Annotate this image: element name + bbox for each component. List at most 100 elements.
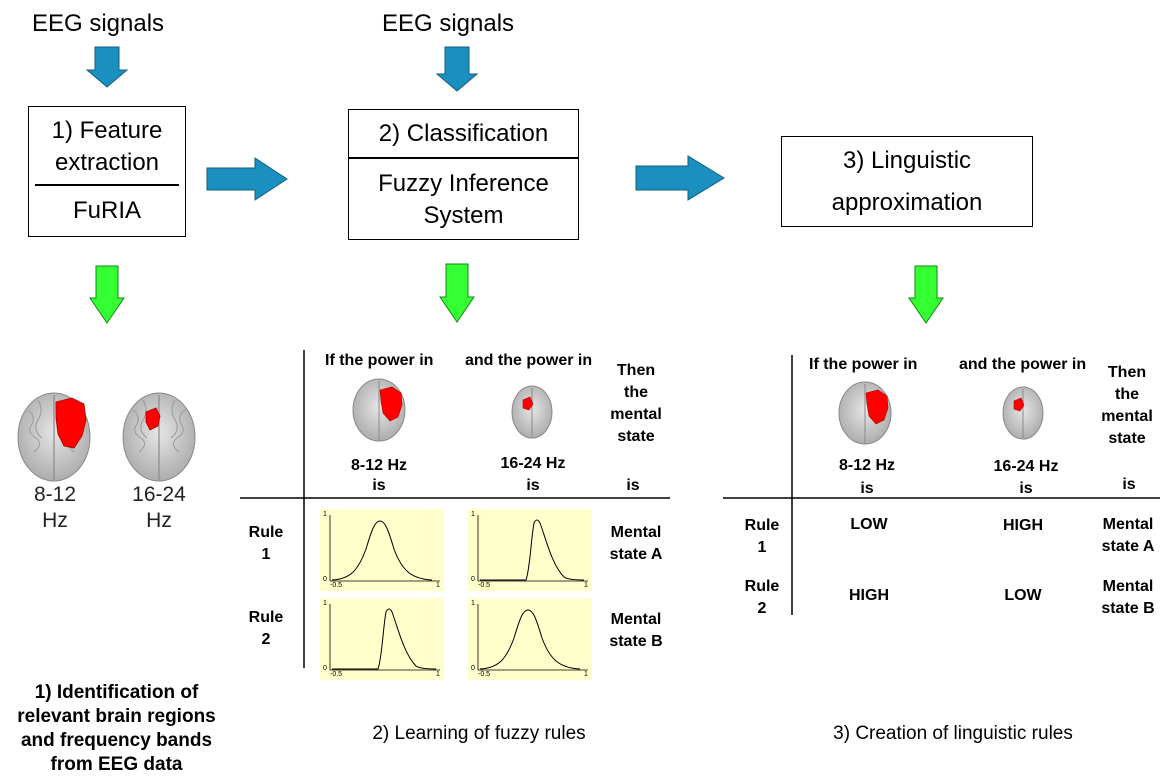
blue-right-arrow-2 [635,155,725,201]
fuzzy-rule2-line2: 2 [261,631,271,648]
band-label-8-12: 8-12 [33,483,77,506]
fuzzy-rule2-label: Rule 2 [242,607,290,651]
plot-axis-y-top: 1 [471,511,475,518]
fuzzy-band1-label: 8-12 Hz [350,457,408,474]
caption-fuzzy-rules: 2) Learning of fuzzy rules [372,723,586,744]
linguistic-col3-line1: Then [1107,364,1147,381]
plot-axis-x-right: 1 [436,671,440,678]
plot-axis-y-bottom: 0 [471,665,475,672]
band-label-16-24-unit: Hz [146,509,172,532]
caption-identification-line2: relevant brain regions [17,706,216,727]
linguistic-col2-header: and the power in [959,356,1087,373]
linguistic-band2-label: 16-24 Hz [993,458,1059,475]
linguistic-rule1-line1: Rule [744,517,780,534]
linguistic-state-b-line2: state B [1101,600,1155,617]
linguistic-rule1-label: Rule 1 [738,515,786,559]
linguistic-state-a: Mental state A [1092,514,1160,558]
band-label-16-24: 16-24 [132,483,186,506]
feature-extraction-box: 1) Feature extraction FuRIA [28,106,186,237]
plot-axis-y-top: 1 [323,600,327,607]
linguistic-rule1-band1-value: LOW [850,516,888,533]
fuzzy-state-a: Mental state A [600,522,672,566]
fuzzy-col3-line3: mental [610,406,662,423]
classification-box-separator [349,157,578,159]
linguistic-approximation-box: 3) Linguistic approximation [781,136,1033,227]
eeg-signals-label-middle: EEG signals [382,10,515,37]
blue-right-arrow-1 [206,157,288,201]
linguistic-rule2-line2: 2 [757,600,767,617]
linguistic-col3-line2: the [1115,386,1139,403]
brain-image-16-24 [122,392,196,482]
linguistic-band1-label: 8-12 Hz [838,457,896,474]
plot-axis-x-left: -0.5 [478,582,491,589]
fuzzy-col3-header: Then the mental state [606,360,666,448]
plot-axis-y-bottom: 0 [471,576,475,583]
linguistic-state-b-line1: Mental [1102,578,1154,595]
plot-rule1-band2 [468,509,592,591]
plot-axis-y-top: 1 [323,511,327,518]
linguistic-rule1-band2-value: HIGH [1003,517,1043,534]
linguistic-rule2-line1: Rule [744,578,780,595]
feature-box-line2: extraction [54,149,160,176]
linguistic-col1-header: If the power in [809,356,918,373]
fuzzy-col3-line2: the [624,384,648,401]
fuzzy-brain-8-12 [352,378,406,442]
green-down-arrow-right [908,265,944,324]
brain-image-8-12 [17,392,91,482]
caption-identification-line1: 1) Identification of [34,682,199,703]
fuzzy-band2-is: is [526,477,540,494]
linguistic-state-a-line1: Mental [1102,516,1154,533]
plot-axis-x-left: -0.5 [330,671,343,678]
fuzzy-band1-is: is [372,477,386,494]
plot-rule2-band1 [320,598,444,680]
feature-box-line1: 1) Feature [51,117,163,144]
caption-identification: 1) Identification of relevant brain regi… [0,681,233,777]
caption-identification-line4: from EEG data [50,754,183,775]
plot-axis-x-right: 1 [436,582,440,589]
classification-box: 2) Classification Fuzzy Inference System [348,109,579,240]
classification-box-title: 2) Classification [378,120,549,147]
classification-box-line3: System [423,202,504,229]
plot-axis-y-top: 1 [471,600,475,607]
green-down-arrow-left [89,265,125,324]
linguistic-col3-line3: mental [1101,408,1153,425]
linguistic-col3-header: Then the mental state [1097,362,1157,450]
linguistic-brain-16-24 [1002,386,1044,440]
caption-identification-line3: and frequency bands [20,730,213,751]
linguistic-col3-line4: state [1108,430,1146,447]
plot-axis-x-right: 1 [584,582,588,589]
fuzzy-rule1-label: Rule 1 [242,522,290,566]
plot-axis-x-right: 1 [584,671,588,678]
linguistic-brain-8-12 [838,381,892,445]
blue-down-arrow-middle [435,46,479,92]
linguistic-state-a-line2: state A [1101,538,1155,555]
fuzzy-state-b-line1: Mental [610,611,662,628]
plot-axis-x-left: -0.5 [330,582,343,589]
classification-box-line2: Fuzzy Inference [378,170,549,197]
fuzzy-state-is: is [626,477,640,494]
linguistic-rule2-label: Rule 2 [738,576,786,620]
feature-box-separator [35,184,179,186]
linguistic-box-line2: approximation [831,189,983,216]
blue-down-arrow-left [85,46,129,88]
linguistic-rule1-line2: 1 [757,539,767,556]
plot-axis-x-left: -0.5 [478,671,491,678]
fuzzy-state-a-line2: state A [609,546,663,563]
fuzzy-state-a-line1: Mental [610,524,662,541]
linguistic-band2-is: is [1019,480,1033,497]
fuzzy-col1-header: If the power in [325,352,434,369]
plot-rule1-band1 [320,509,444,591]
plot-axis-y-bottom: 0 [323,576,327,583]
feature-box-method: FuRIA [72,197,141,224]
linguistic-state-is: is [1122,476,1136,493]
fuzzy-rule1-line1: Rule [248,524,284,541]
linguistic-state-b: Mental state B [1092,576,1160,620]
fuzzy-rule1-line2: 1 [261,546,271,563]
fuzzy-rule2-line1: Rule [248,609,284,626]
fuzzy-state-b: Mental state B [600,609,672,653]
linguistic-rule2-band2-value: LOW [1004,587,1042,604]
fuzzy-band2-label: 16-24 Hz [500,455,566,472]
plot-rule2-band2 [468,598,592,680]
